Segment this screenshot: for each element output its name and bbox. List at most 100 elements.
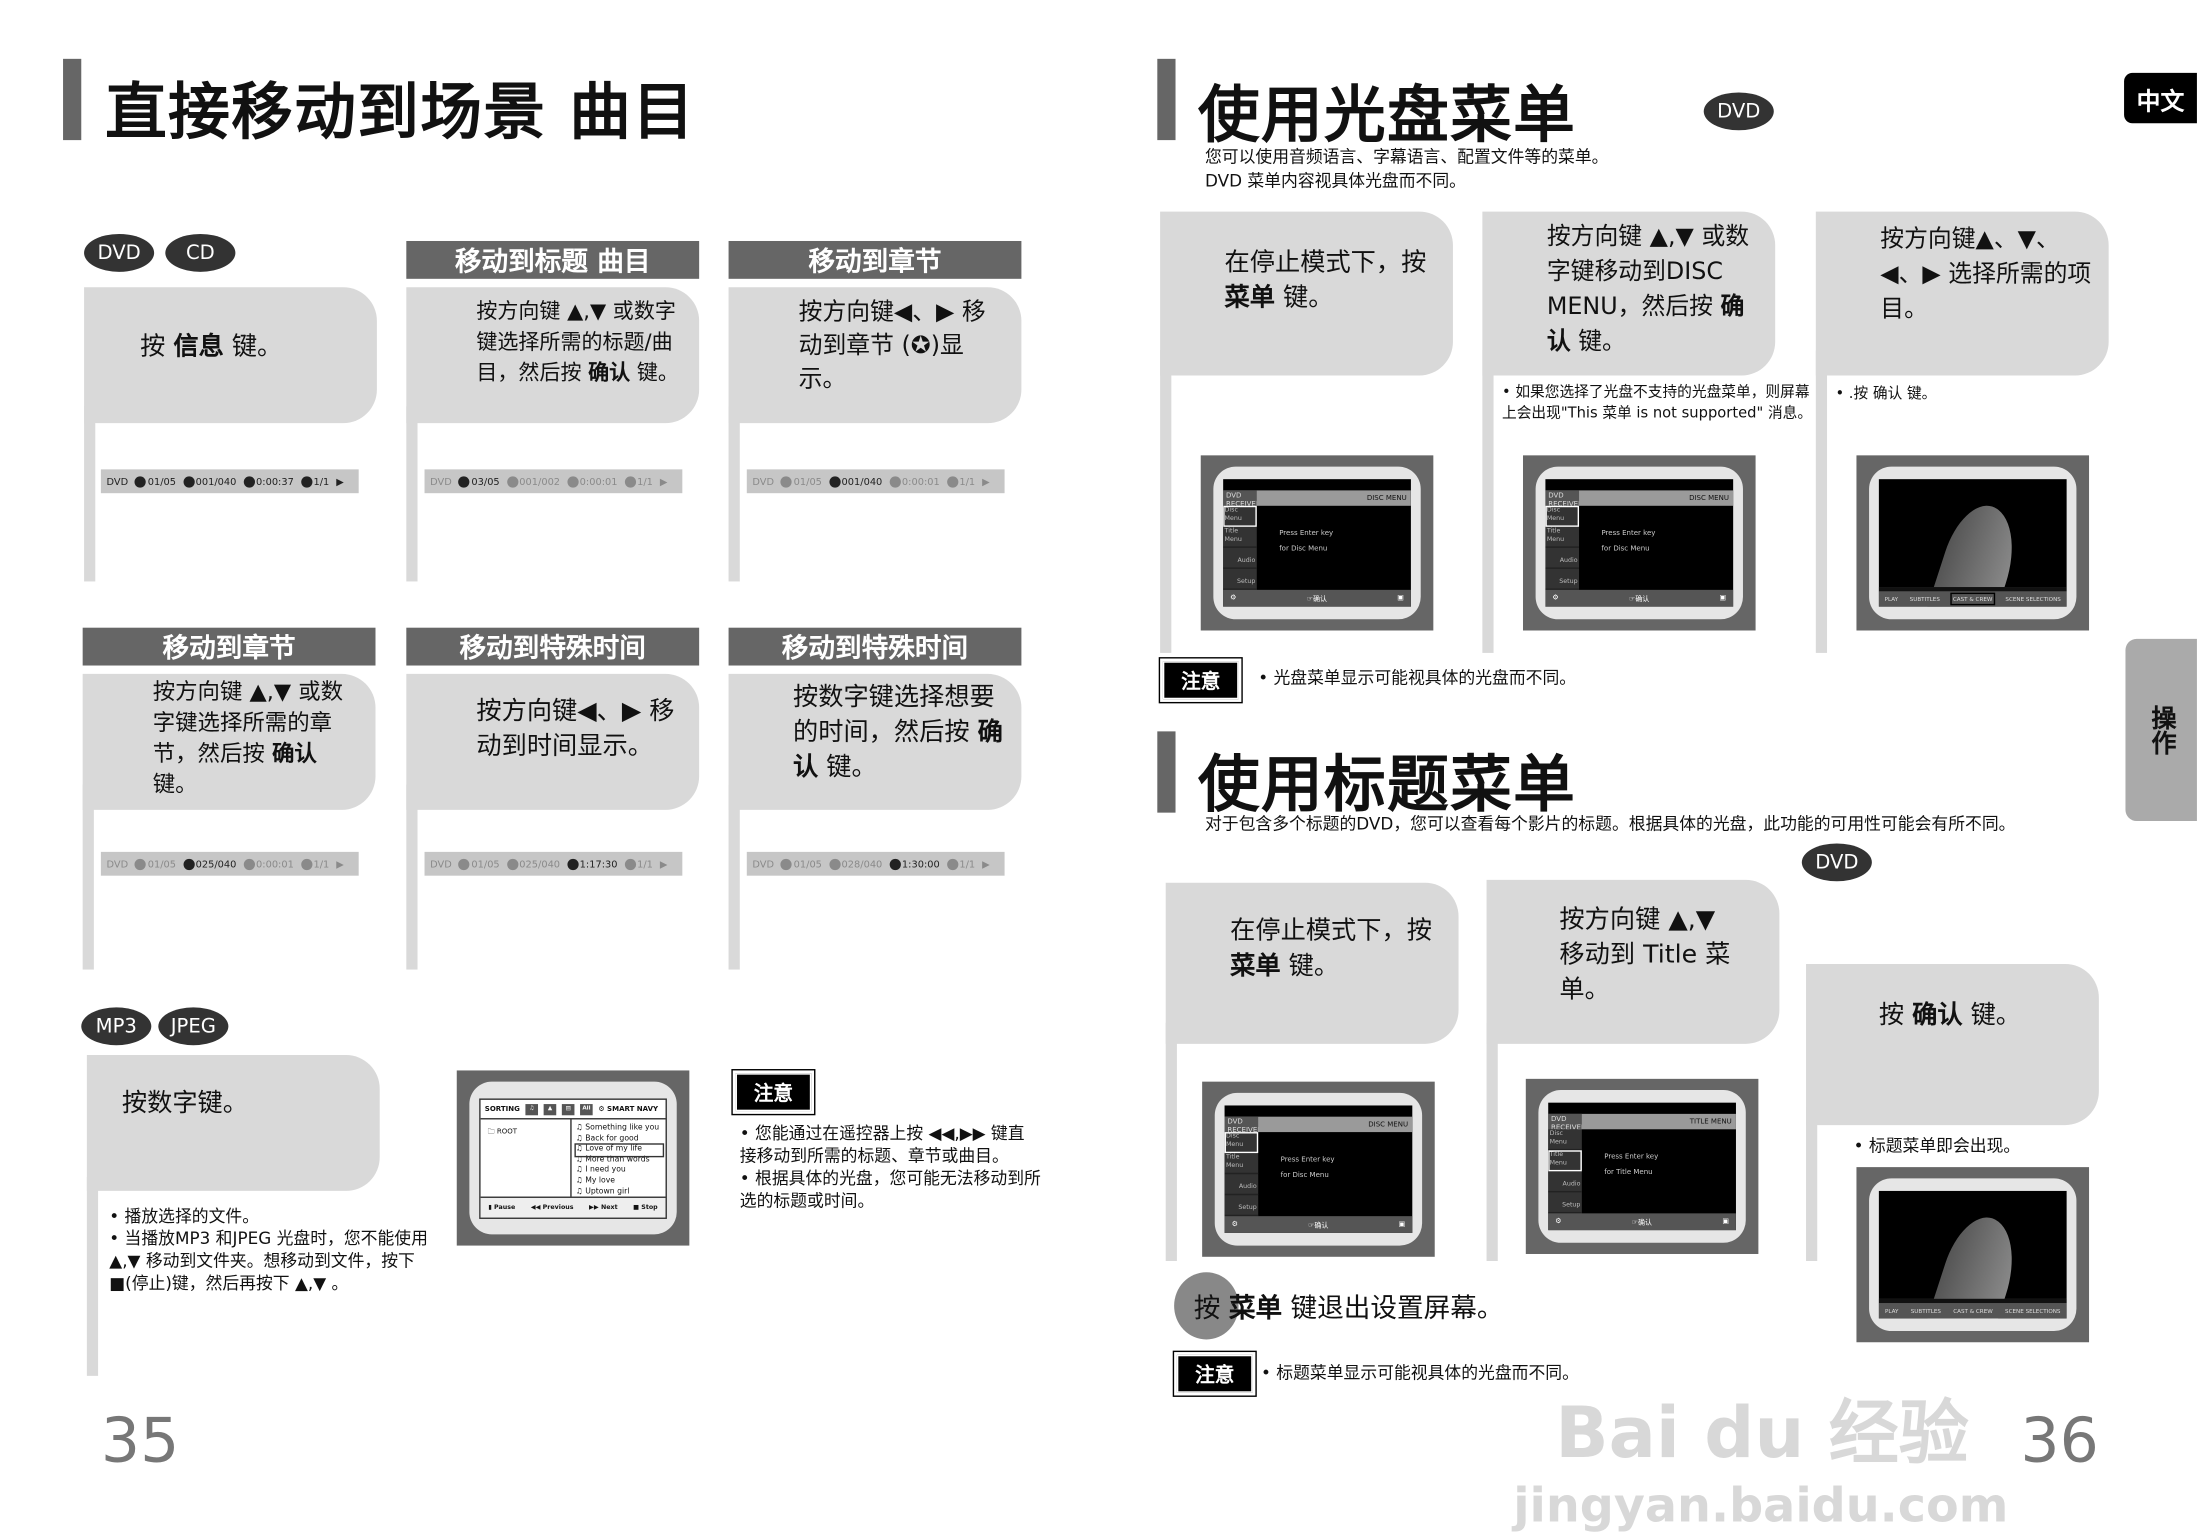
return-icon: ▣ bbox=[1722, 1217, 1729, 1226]
title-accent-bar bbox=[1157, 731, 1176, 813]
menu-item-disc: Disc Menu bbox=[1223, 505, 1257, 527]
clock-icon bbox=[889, 475, 901, 487]
section-header: 移动到标题 曲目 bbox=[406, 240, 700, 279]
step-box: 在停止模式下，按 菜单 键。 bbox=[1165, 882, 1459, 1044]
return-icon: ▣ bbox=[1397, 594, 1404, 603]
menu-item-setup: Setup bbox=[1223, 568, 1257, 590]
title-accent-bar bbox=[63, 58, 82, 141]
track-item[interactable]: ♫ Back for good bbox=[575, 1134, 639, 1143]
enter-hint: ☞确认 bbox=[1628, 594, 1650, 604]
info-angle: 1/1 bbox=[624, 475, 653, 487]
track-list: ♫ Something like you ♫ Back for good ♫ L… bbox=[574, 1123, 665, 1198]
dvd-badge: DVD bbox=[1801, 843, 1872, 882]
track-item[interactable]: ♫ Uptown girl bbox=[575, 1187, 630, 1196]
page-number: 35 bbox=[100, 1405, 180, 1477]
track-item-selected[interactable]: ♫ Love of my life bbox=[574, 1143, 665, 1157]
step-note: • .按 确认 键。 bbox=[1835, 385, 1937, 403]
track-item[interactable]: ♫ I need you bbox=[575, 1166, 626, 1175]
column-strip bbox=[86, 1176, 99, 1376]
column-strip bbox=[1815, 350, 1828, 653]
settings-icon: ⚙ bbox=[1555, 1217, 1562, 1226]
menu-item-title: Title Menu bbox=[1224, 1153, 1259, 1175]
chapter-icon bbox=[506, 858, 518, 870]
step-box: 在停止模式下，按 菜单 键。 bbox=[1160, 211, 1453, 376]
exit-step-circle bbox=[1174, 1272, 1239, 1340]
step-box: 按方向键 ▲,▼ 或数字键选择所需的章节，然后按 确认 键。 bbox=[82, 673, 376, 810]
title-icon bbox=[135, 858, 147, 870]
music-icon: ♫ bbox=[525, 1103, 539, 1115]
stop-button: ■ Stop bbox=[633, 1204, 658, 1212]
info-disc: DVD bbox=[106, 475, 129, 487]
bullet: • 根据具体的光盘，您可能无法移动到所选的标题或时间。 bbox=[739, 1168, 1041, 1211]
menu-item-setup: Setup bbox=[1545, 568, 1580, 590]
step-box: 按方向键◀、▶ 移动到章节 (✪)显示。 bbox=[728, 287, 1022, 424]
play-arrow-icon: ▶ bbox=[659, 475, 668, 487]
info-angle: 1/1 bbox=[300, 475, 329, 487]
title-menu-subtitle: 对于包含多个标题的DVD，您可以查看每个影片的标题。根据具体的光盘，此功能的可用… bbox=[1204, 814, 2016, 834]
info-title: 01/05 bbox=[135, 858, 176, 870]
info-chapter: 001/002 bbox=[506, 475, 560, 487]
all-filter: All bbox=[580, 1103, 593, 1115]
column-strip bbox=[728, 784, 740, 970]
info-chapter: 025/040 bbox=[183, 858, 236, 870]
settings-icon: ⚙ bbox=[1231, 1220, 1238, 1229]
step-note: • 标题菜单即会出现。 bbox=[1853, 1136, 2021, 1156]
chapter-icon bbox=[183, 858, 195, 870]
info-angle: 1/1 bbox=[300, 858, 329, 870]
track-item[interactable]: ♫ More than words bbox=[575, 1155, 650, 1165]
info-time: 0:00:01 bbox=[567, 475, 618, 487]
title-accent-bar bbox=[1157, 58, 1176, 141]
info-bar: DVD 03/05 001/002 0:00:01 1/1 ▶ bbox=[424, 469, 683, 494]
info-time: 0:00:37 bbox=[243, 475, 294, 487]
menu-item-setup: Setup bbox=[1548, 1192, 1582, 1214]
menu-item-disc: Disc Menu bbox=[1548, 1129, 1582, 1151]
language-tab[interactable]: 中文 bbox=[2124, 72, 2197, 124]
info-chapter: 025/040 bbox=[506, 858, 560, 870]
info-title: 01/05 bbox=[781, 858, 822, 870]
title-icon bbox=[781, 475, 793, 487]
folder-root: 🗀 ROOT bbox=[487, 1127, 518, 1137]
title-icon bbox=[135, 475, 147, 487]
disc-menu-title: 使用光盘菜单 bbox=[1197, 79, 1577, 152]
info-title: 03/05 bbox=[458, 475, 500, 487]
section-header: 移动到章节 bbox=[82, 627, 376, 666]
column-strip bbox=[1806, 1106, 1818, 1261]
info-disc: DVD bbox=[752, 475, 775, 487]
track-item[interactable]: ♫ My love bbox=[575, 1176, 616, 1186]
camera-icon bbox=[946, 858, 958, 870]
column-strip bbox=[1160, 350, 1172, 653]
menu-item-audio: Audio bbox=[1224, 1174, 1259, 1196]
enter-hint: ☞确认 bbox=[1306, 594, 1328, 604]
play-arrow-icon: ▶ bbox=[336, 475, 344, 487]
clock-icon bbox=[243, 858, 255, 870]
column-strip bbox=[82, 784, 94, 970]
column-strip bbox=[728, 406, 740, 582]
enter-hint: ☞确认 bbox=[1308, 1221, 1329, 1230]
info-time: 0:00:01 bbox=[889, 475, 940, 487]
info-disc: DVD bbox=[430, 475, 452, 487]
info-title: 01/05 bbox=[135, 475, 176, 487]
sorting-label: SORTING bbox=[484, 1104, 520, 1114]
chapter-icon bbox=[828, 475, 841, 487]
play-arrow-icon: ▶ bbox=[982, 475, 990, 487]
enter-hint: ☞确认 bbox=[1631, 1218, 1653, 1227]
section-header: 移动到章节 bbox=[728, 240, 1022, 279]
disc-menu-subtitle: 您可以使用音频语言、字幕语言、配置文件等的菜单。DVD 菜单内容视具体光盘而不同… bbox=[1204, 147, 1609, 191]
menu-item-setup: Setup bbox=[1224, 1195, 1259, 1217]
camera-icon bbox=[624, 475, 636, 487]
chapter-icon: ✪ bbox=[910, 332, 931, 361]
step-box: 按 信息 键。 bbox=[84, 287, 377, 424]
menu-item-disc: Disc Menu bbox=[1545, 505, 1580, 527]
mp3-bullets: • 播放选择的文件。 • 当播放MP3 和JPEG 光盘时，您不能使用 ▲,▼ … bbox=[109, 1205, 445, 1295]
section-side-tab[interactable]: 操作 bbox=[2125, 638, 2197, 822]
info-chapter: 001/040 bbox=[183, 475, 236, 487]
settings-icon: ⚙ bbox=[1552, 594, 1559, 603]
track-item[interactable]: ♫ Something like you bbox=[575, 1123, 660, 1133]
